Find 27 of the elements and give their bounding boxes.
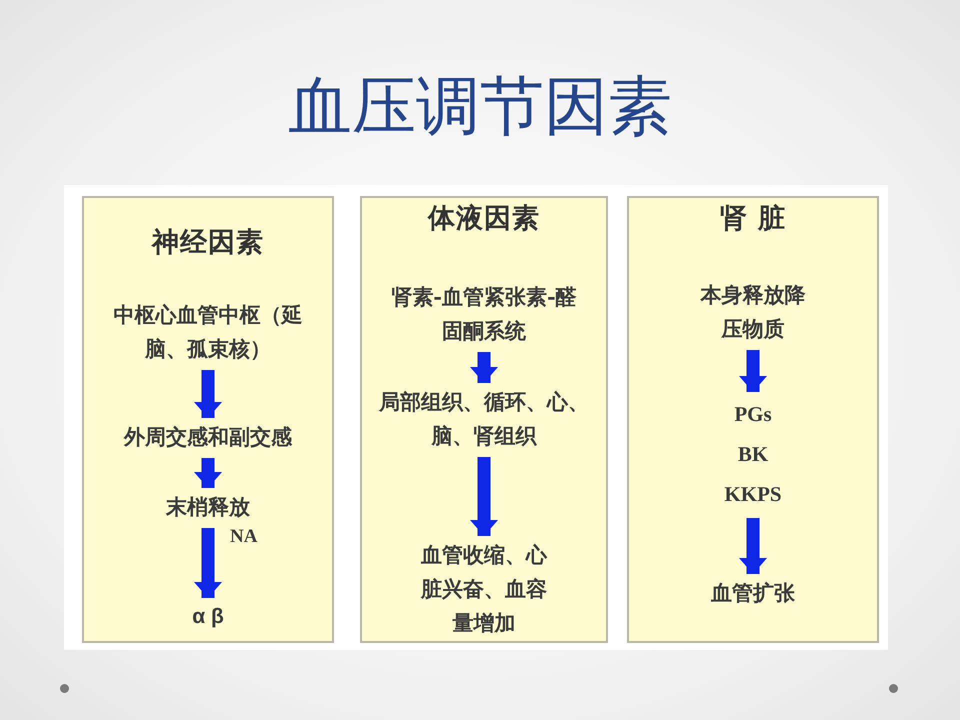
block-arrow [194,370,222,418]
flow-text: 局部组织、循环、心、脑、肾组织 [371,385,597,453]
flow-text: α β [178,600,238,634]
block-arrow [470,352,498,383]
flow-text: 血管扩张 [698,576,808,610]
flow-text: BK [738,441,768,468]
flow-text: 末梢释放 [153,490,263,524]
panel-heading: 肾 脏 [720,202,786,236]
panel-heading: 神经因素 [152,226,264,260]
block-arrow [739,518,767,574]
flow-text: 外周交感和副交感 [108,420,308,454]
block-arrow [739,350,767,392]
block-arrow [194,528,222,598]
flow-text: 中枢心血管中枢（延脑、孤束核） [108,298,308,366]
title: 血压调节因素 [287,69,673,146]
flow-text: 肾素-血管紧张素-醛固酮系统 [384,280,584,348]
flow-text: 本身释放降压物质 [698,278,808,346]
flow-text: PGs [734,401,772,428]
panel-heading: 体液因素 [428,202,540,236]
block-arrow [470,457,498,536]
flow-text: 血管收缩、心脏兴奋、血容量增加 [419,538,549,640]
factor-panel [82,196,334,643]
edge-label: NA [230,526,258,548]
block-arrow [194,458,222,488]
factor-panel [360,196,608,643]
flow-text: KKPS [724,481,782,508]
factor-panel [627,196,879,643]
